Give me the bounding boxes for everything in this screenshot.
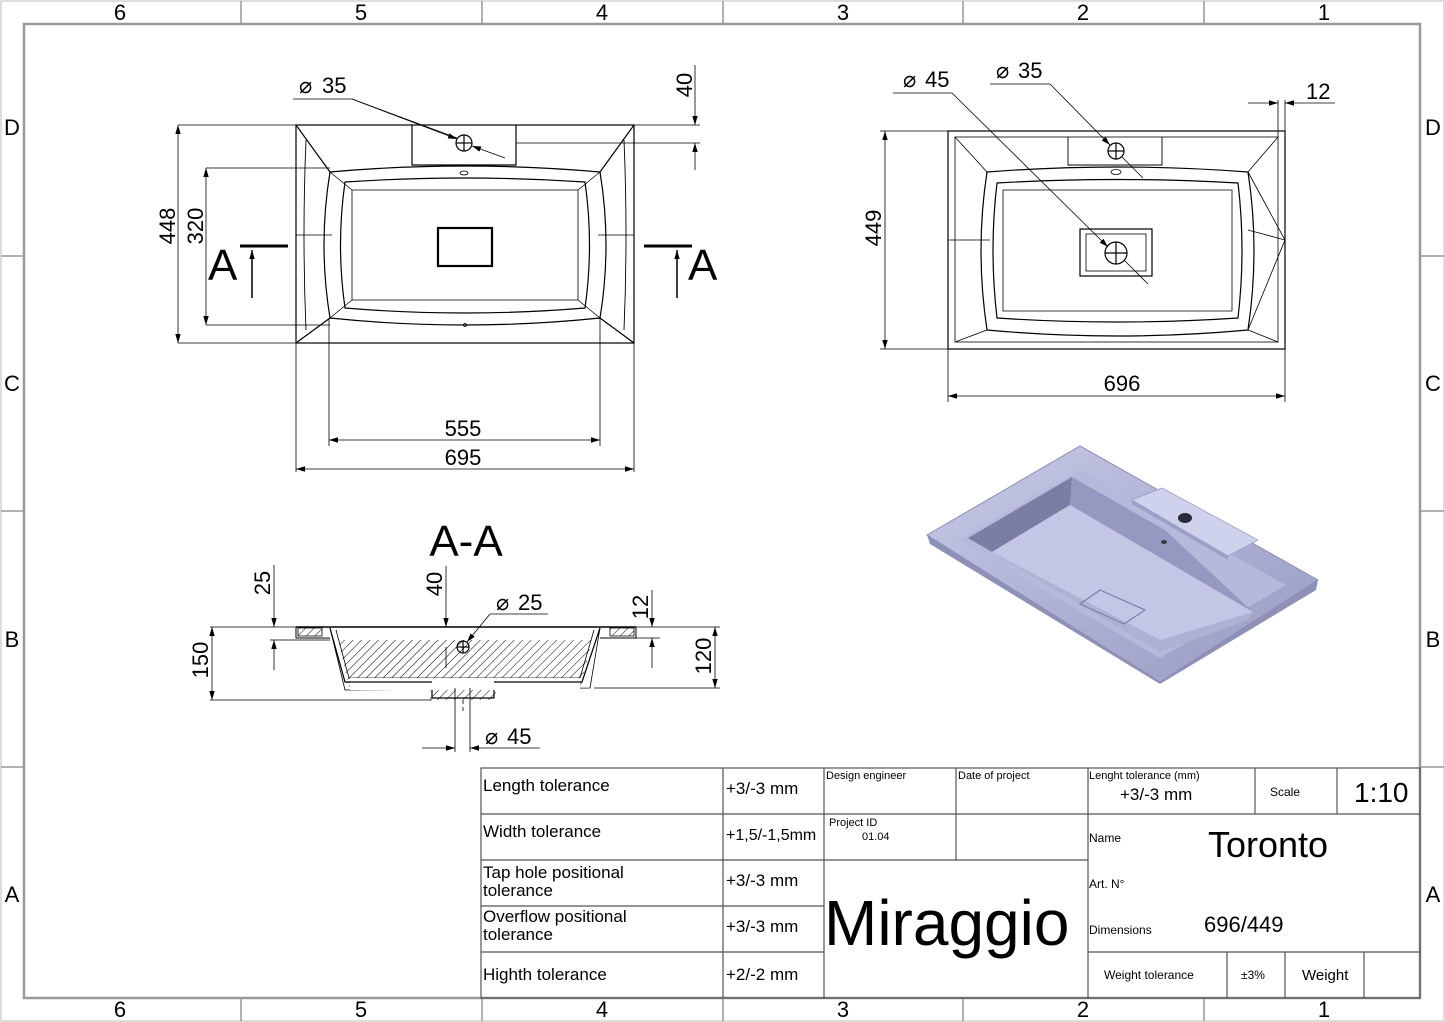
dim-tap-hole-35-right: 35 [1018,58,1042,83]
tolerance-label-overflow: Overflow positional [483,907,627,926]
section-title: A-A [429,517,503,566]
article-number-label: Art. N° [1089,877,1125,891]
diameter-symbol-icon: ⌀ [996,58,1009,83]
name-label: Name [1089,831,1121,845]
scale-label: Scale [1270,785,1300,799]
dim-drain-45: 45 [925,67,949,92]
col-1-top: 1 [1318,0,1330,25]
section-view [209,565,720,752]
column-markers-bottom: 6 5 4 3 2 1 [114,997,1330,1022]
project-id-label: Project ID [829,817,877,829]
diameter-symbol-icon: ⌀ [496,590,509,615]
dimensions-value: 696/449 [1204,912,1284,937]
length-tolerance-label: Lenght tolerance (mm) [1089,770,1200,782]
dim-rim-25: 25 [250,571,275,595]
tolerance-label-tap-hole: Tap hole positional [483,863,624,882]
section-view-labels: A-A 25 40 ⌀ 25 12 150 120 ⌀ 45 [188,517,716,749]
brand-logo: Miraggio [824,887,1069,959]
dimensions-label: Dimensions [1089,923,1152,937]
dim-tap-hole-35: 35 [322,73,346,98]
tolerance-value-height: +2/-2 mm [726,965,798,984]
diameter-symbol-icon: ⌀ [299,73,312,98]
col-2-bottom: 2 [1077,997,1089,1022]
col-4-top: 4 [596,0,608,25]
tolerance-label-width: Width tolerance [483,822,601,841]
row-a-left: A [5,882,20,907]
date-of-project-label: Date of project [958,770,1030,782]
col-3-bottom: 3 [837,997,849,1022]
dim-tap-offset-40: 40 [672,73,697,97]
design-engineer-label: Design engineer [826,770,906,782]
row-markers-right: D C B A [1425,115,1441,907]
project-id-value: 01.04 [862,831,890,843]
dim-bowl-depth-320: 320 [183,208,208,245]
tolerance-label-tap-hole-2: tolerance [483,881,553,900]
tolerance-value-tap-hole: +3/-3 mm [726,871,798,890]
product-name: Toronto [1208,824,1328,865]
col-6-top: 6 [114,0,126,25]
tolerance-label-overflow-2: tolerance [483,925,553,944]
tolerance-value-width: +1,5/-1,5mm [726,827,816,844]
section-label-right: A [688,241,718,290]
dim-edge-12: 12 [628,595,653,619]
dim-bowl-height-120: 120 [691,638,716,675]
col-4-bottom: 4 [596,997,608,1022]
dim-depth-449: 449 [861,210,886,247]
weight-tolerance-label: Weight tolerance [1104,968,1194,982]
dim-bowl-width-555: 555 [445,416,482,441]
row-a-right: A [1426,882,1441,907]
dim-drain-45-section: 45 [507,724,531,749]
col-5-bottom: 5 [355,997,367,1022]
length-tolerance-value: +3/-3 mm [1120,785,1192,804]
dim-overall-width-695: 695 [445,445,482,470]
col-3-top: 3 [837,0,849,25]
weight-tolerance-value: ±3% [1241,968,1265,982]
section-label-left: A [208,241,238,290]
row-c-right: C [1425,371,1441,396]
title-block [480,767,1421,999]
dim-overflow-25: 25 [518,590,542,615]
dim-tap-offset-40-section: 40 [422,572,447,596]
row-markers-left: D C B A [4,115,20,907]
sink-3d-render [926,445,1319,684]
row-d-left: D [4,115,20,140]
dim-width-696: 696 [1104,371,1141,396]
title-block-text: Length tolerance +3/-3 mm Width toleranc… [483,770,1409,984]
right-view [880,83,1335,402]
dim-overall-depth-448: 448 [155,208,180,245]
tolerance-label-length: Length tolerance [483,776,610,795]
right-view-labels: ⌀ 45 ⌀ 35 12 449 696 [861,58,1330,396]
dim-total-height-150: 150 [188,642,213,679]
tolerance-value-length: +3/-3 mm [726,779,798,798]
row-b-left: B [5,627,20,652]
dim-rim-12: 12 [1306,79,1330,104]
tolerance-value-overflow: +3/-3 mm [726,917,798,936]
top-view-labels: 448 320 ⌀ 35 40 555 695 A A [155,73,718,470]
col-5-top: 5 [355,0,367,25]
row-d-right: D [1425,115,1441,140]
col-2-top: 2 [1077,0,1089,25]
col-6-bottom: 6 [114,997,126,1022]
weight-label: Weight [1302,967,1349,984]
col-1-bottom: 1 [1318,997,1330,1022]
tolerance-label-height: Highth tolerance [483,965,607,984]
row-c-left: C [4,371,20,396]
column-markers-top: 6 5 4 3 2 1 [114,0,1330,25]
row-b-right: B [1426,627,1441,652]
diameter-symbol-icon: ⌀ [903,67,916,92]
diameter-symbol-icon: ⌀ [485,724,498,749]
scale-value: 1:10 [1354,777,1409,808]
top-view [175,65,700,472]
